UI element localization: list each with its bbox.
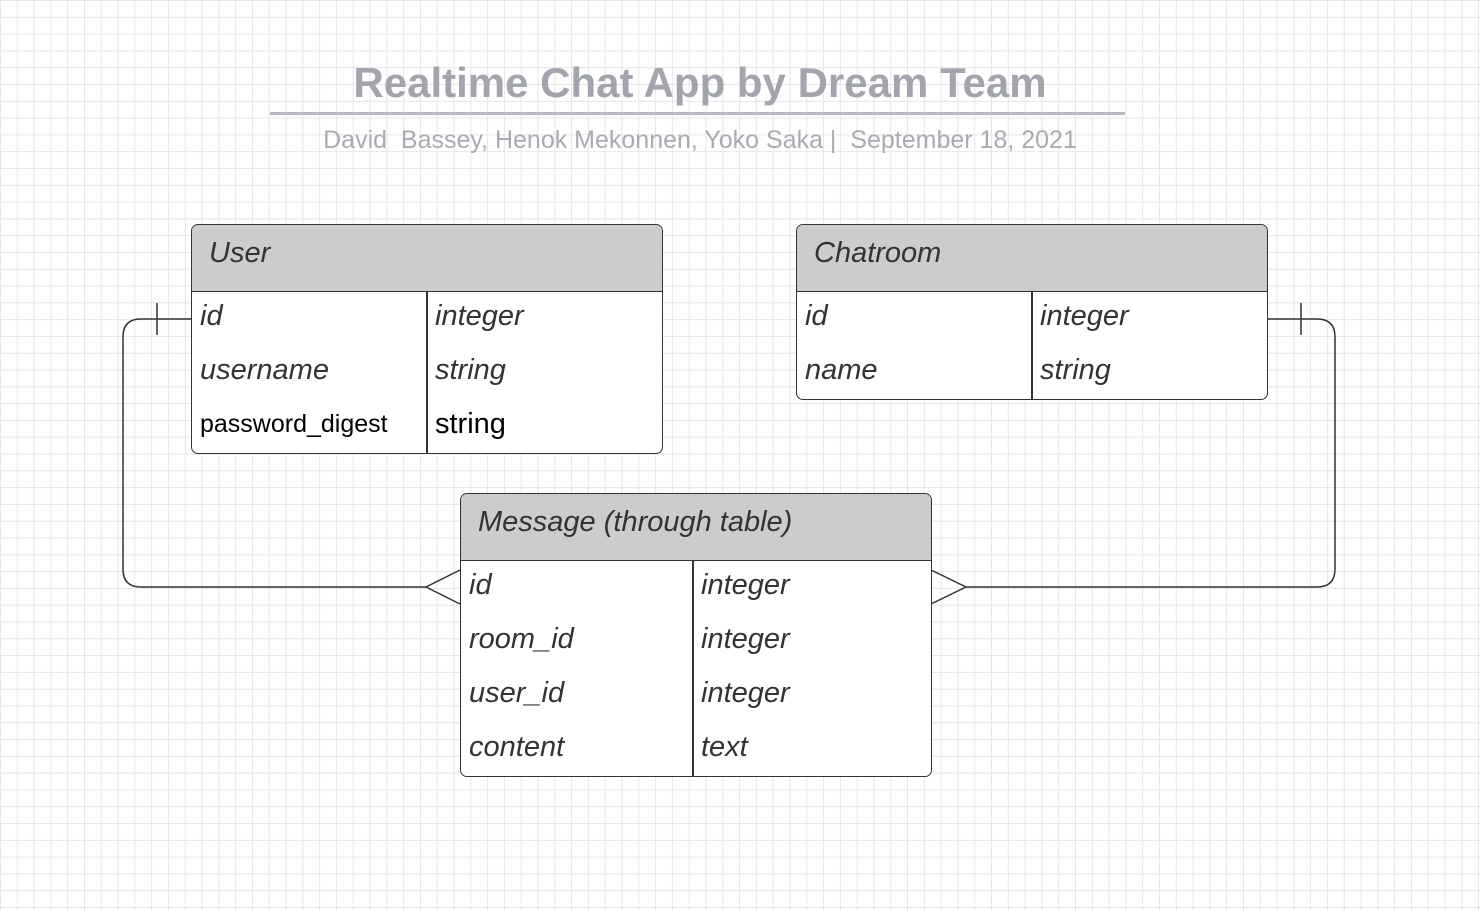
entity-message-fields: id integer room_id integer user_id integ…: [461, 561, 931, 776]
entity-chatroom-fields: id integer name string: [797, 292, 1267, 399]
column-divider: [426, 292, 428, 453]
field-type: string: [435, 408, 506, 440]
field-name: id: [469, 569, 492, 601]
field-row: id integer: [797, 292, 1267, 346]
field-row: user_id integer: [461, 669, 931, 723]
field-row: content text: [461, 723, 931, 776]
field-row: id integer: [461, 561, 931, 615]
field-type: string: [1040, 354, 1111, 386]
field-name: name: [805, 354, 878, 386]
field-name: user_id: [469, 677, 565, 709]
user-message-relationship-line: [122, 318, 426, 588]
field-type: integer: [701, 569, 790, 601]
entity-user-header: User: [192, 225, 662, 292]
column-divider: [692, 561, 694, 776]
entity-user-fields: id integer username string password_dige…: [192, 292, 662, 453]
diagram-title: Realtime Chat App by Dream Team: [353, 59, 1047, 106]
field-row: name string: [797, 346, 1267, 399]
chatroom-message-relationship-line: [966, 318, 1336, 588]
field-type: integer: [1040, 300, 1129, 332]
field-name: id: [200, 300, 223, 332]
entity-chatroom[interactable]: Chatroom id integer name string: [796, 224, 1268, 400]
field-name: id: [805, 300, 828, 332]
entity-chatroom-header: Chatroom: [797, 225, 1267, 292]
field-name: room_id: [469, 623, 574, 655]
field-row: room_id integer: [461, 615, 931, 669]
entity-message[interactable]: Message (through table) id integer room_…: [460, 493, 932, 777]
field-name: password_digest: [200, 410, 388, 438]
message-many-marker-right: [930, 569, 968, 605]
field-type: text: [701, 731, 748, 763]
field-name: content: [469, 731, 565, 763]
field-row: username string: [192, 346, 662, 400]
field-type: integer: [701, 677, 790, 709]
field-row: password_digest string: [192, 400, 662, 453]
field-name: username: [200, 354, 329, 386]
field-type: string: [435, 354, 506, 386]
entity-user[interactable]: User id integer username string password…: [191, 224, 663, 454]
diagram-subtitle: David Bassey, Henok Mekonnen, Yoko Saka …: [323, 126, 1077, 154]
column-divider: [1031, 292, 1033, 399]
field-type: integer: [435, 300, 524, 332]
message-many-marker-left: [424, 569, 461, 605]
field-row: id integer: [192, 292, 662, 346]
entity-message-header: Message (through table): [461, 494, 931, 561]
title-underline: [270, 112, 1125, 115]
field-type: integer: [701, 623, 790, 655]
